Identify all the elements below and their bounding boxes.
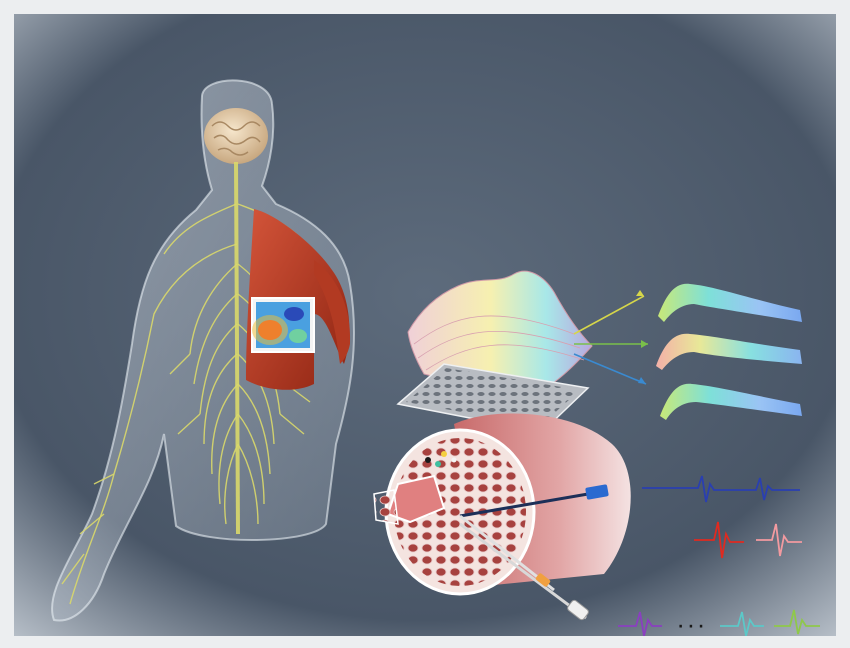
- figure-frame: · · ·: [14, 14, 836, 636]
- separator-dots: · · ·: [678, 619, 704, 635]
- emg-heatmap: [252, 298, 314, 352]
- illustration: · · ·: [14, 14, 836, 636]
- brain: [204, 108, 268, 164]
